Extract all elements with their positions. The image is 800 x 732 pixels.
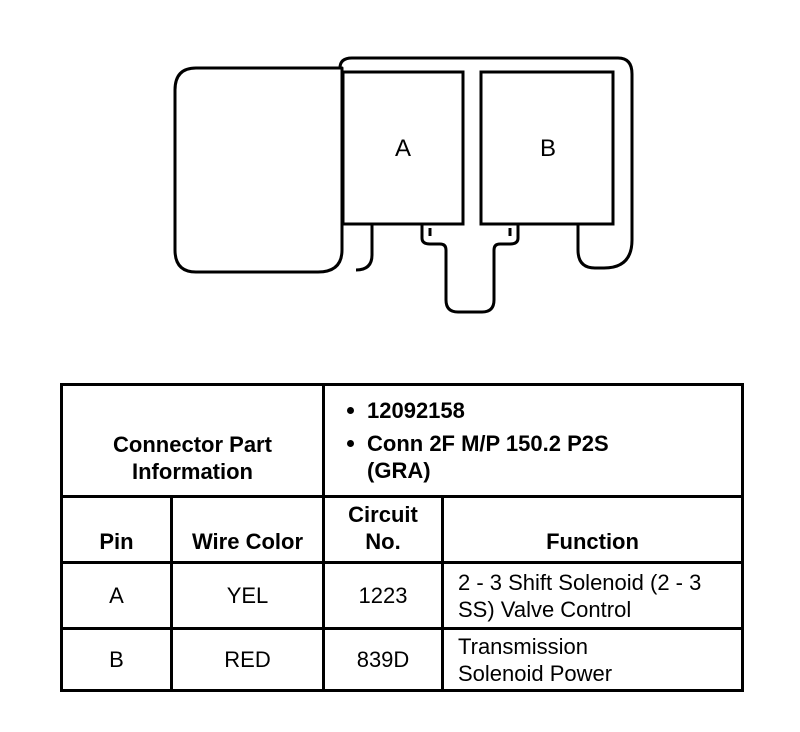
table-divider (63, 495, 741, 498)
header-circuit-no: Circuit No. (348, 502, 418, 554)
row-b-wire-color: RED (224, 647, 271, 672)
table-divider (322, 386, 325, 689)
connector-diagram: A B (173, 56, 634, 314)
connector-latch (355, 224, 520, 314)
connector-housing-right (338, 56, 634, 270)
row-b-function: Transmission Solenoid Power (458, 633, 613, 686)
header-wire-color: Wire Color (191, 529, 304, 554)
pin-label-a: A (395, 135, 411, 162)
part-number: 12092158 (347, 397, 741, 424)
connector-latch-inner (428, 228, 512, 236)
table-divider (170, 495, 173, 689)
pin-cavity-a (341, 70, 465, 226)
row-a-function: 2 - 3 Shift Solenoid (2 - 3 SS) Valve Co… (458, 569, 702, 622)
connector-table: Connector Part Information 12092158 Conn… (60, 383, 744, 692)
connector-housing-left (173, 66, 344, 274)
row-a-circuit-no: 1223 (358, 583, 408, 608)
connector-description: Conn 2F M/P 150.2 P2S (GRA) (347, 430, 617, 484)
row-a-pin: A (109, 583, 124, 608)
row-b-circuit-no: 839D (356, 647, 410, 672)
table-divider (441, 495, 444, 689)
header-pin: Pin (99, 529, 134, 554)
row-a-wire-color: YEL (226, 583, 269, 608)
part-info-list: 12092158 Conn 2F M/P 150.2 P2S (GRA) (325, 386, 741, 495)
row-b-pin: B (109, 647, 124, 672)
table-divider (63, 627, 741, 630)
pin-label-b: B (540, 135, 556, 162)
part-info-label: Connector Part Information (113, 431, 272, 484)
pin-cavity-b (479, 70, 615, 226)
header-function: Function (546, 529, 639, 554)
table-divider (63, 561, 741, 564)
